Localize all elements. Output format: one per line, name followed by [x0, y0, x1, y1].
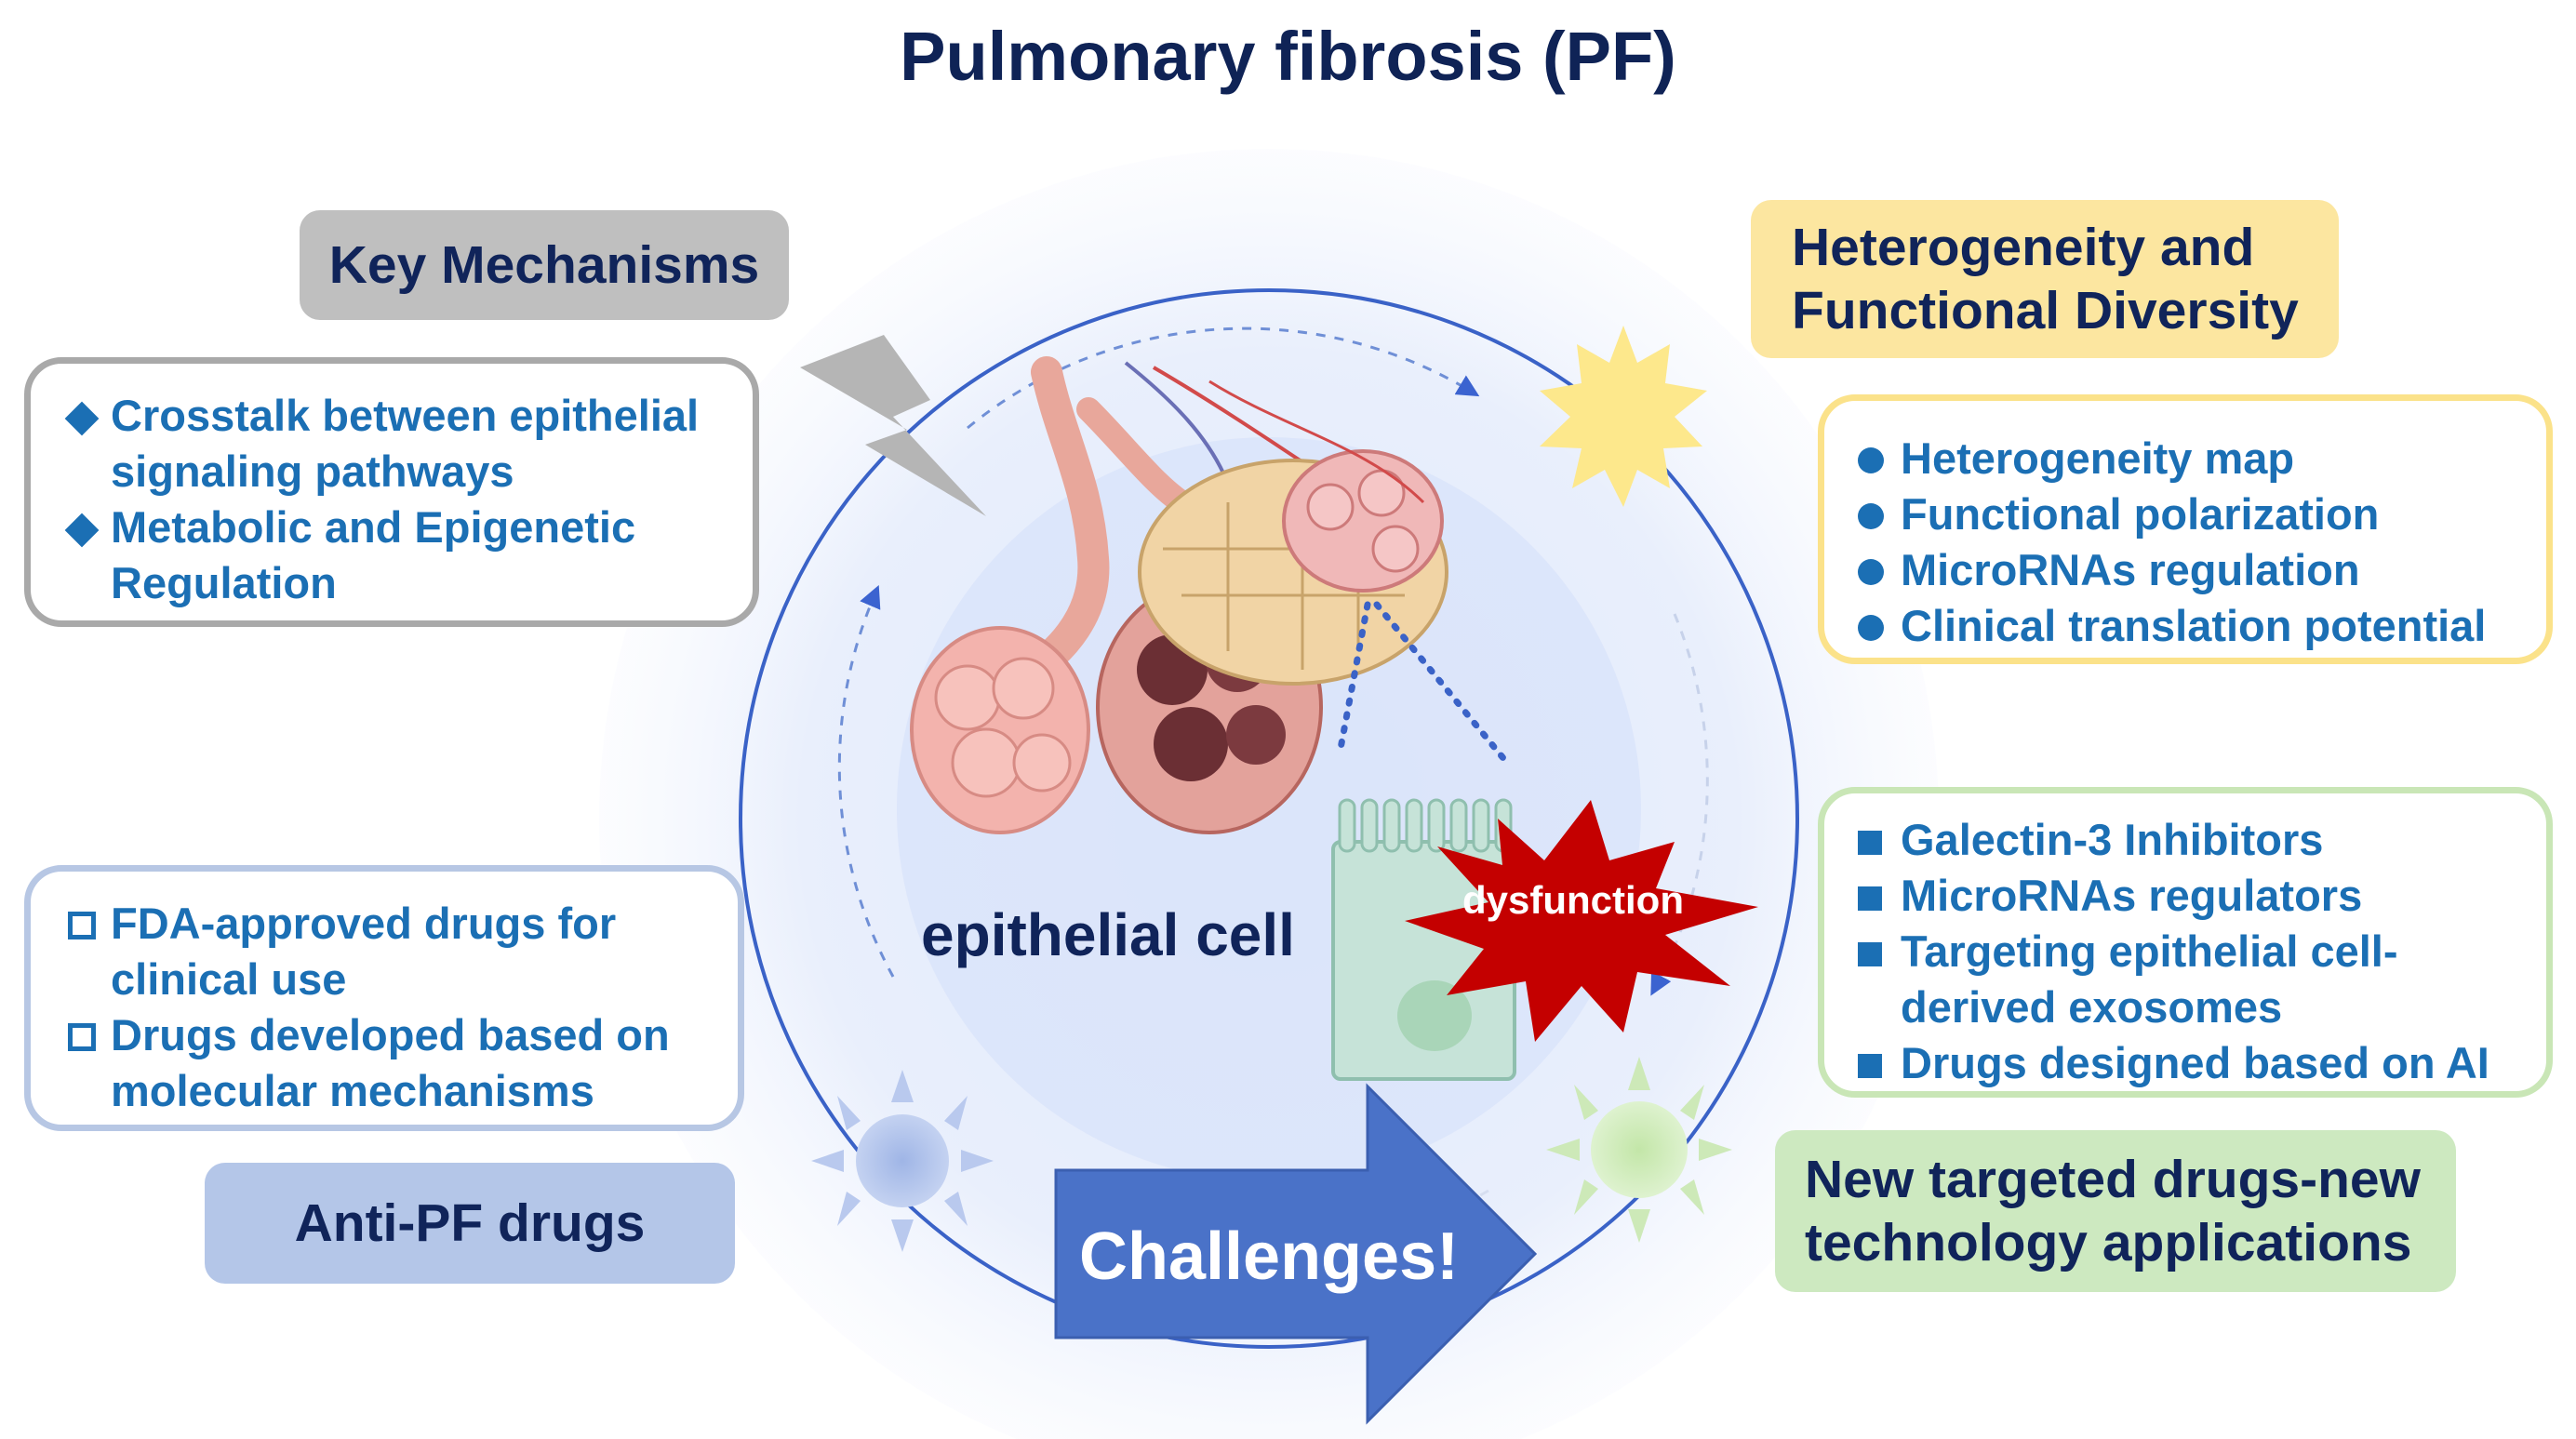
item-text: Functional polarization	[1901, 489, 2380, 539]
main-ring	[739, 288, 1799, 1349]
dashed-arc-right	[1650, 613, 1709, 996]
epithelial-cell-icon	[1331, 798, 1516, 1081]
key-mechanisms-list: Crosstalk between epithelial signaling pa…	[24, 357, 759, 627]
new-drugs-list: Galectin-3 Inhibitors MicroRNAs regulato…	[1818, 787, 2553, 1098]
item-text: FDA-approved drugs for	[111, 899, 617, 948]
page-title: Pulmonary fibrosis (PF)	[900, 18, 1676, 95]
anti-pf-heading: Anti-PF drugs	[205, 1163, 735, 1284]
dot-bullet-icon	[1858, 615, 1884, 641]
blue-sun-icon	[811, 1070, 994, 1252]
list-item: Targeting epithelial cell-derived exosom…	[1854, 924, 2546, 1035]
dashed-arc-left	[837, 584, 895, 978]
square-bullet-icon	[1858, 886, 1882, 911]
dashed-arc-top	[967, 326, 1480, 430]
list-item: MicroRNAs regulators	[1854, 868, 2546, 924]
list-item: Galectin-3 Inhibitors	[1854, 812, 2546, 868]
anti-pf-list: FDA-approved drugs for clinical use Drugs…	[24, 865, 744, 1131]
key-mechanisms-heading-text: Key Mechanisms	[328, 235, 760, 295]
key-mechanisms-heading: Key Mechanisms	[300, 210, 789, 320]
hollow-square-bullet-icon	[68, 912, 96, 939]
heterogeneity-heading: Heterogeneity and Functional Diversity	[1751, 200, 2339, 358]
list-item: Heterogeneity map	[1854, 431, 2546, 486]
square-bullet-icon	[1858, 1054, 1882, 1078]
item-text: MicroRNAs regulation	[1901, 545, 2360, 594]
square-bullet-icon	[1858, 831, 1882, 855]
list-item: Drugs designed based on AI	[1854, 1035, 2546, 1091]
yellow-burst-icon	[1540, 326, 1707, 507]
zoom-line-left	[1336, 601, 1371, 757]
challenges-label: Challenges!	[1079, 1219, 1460, 1294]
heterogeneity-heading-line1: Heterogeneity and	[1792, 218, 2255, 277]
new-drugs-heading: New targeted drugs-new technology applic…	[1775, 1130, 2456, 1292]
item-text: signaling pathways	[111, 446, 514, 496]
list-item: MicroRNAs regulation	[1854, 542, 2546, 598]
list-item: FDA-approved drugs for clinical use	[64, 896, 738, 1007]
lightning-bolt-icon	[800, 335, 986, 516]
item-text: clinical use	[111, 954, 347, 1004]
item-text: Metabolic and Epigenetic	[111, 502, 636, 552]
item-text: Galectin-3 Inhibitors	[1901, 815, 2324, 864]
list-item: Drugs developed based on molecular mechan…	[64, 1007, 738, 1119]
item-text: Drugs developed based on	[111, 1010, 670, 1059]
item-text: Heterogeneity map	[1901, 433, 2295, 483]
new-drugs-heading-line1: New targeted drugs-new	[1805, 1150, 2421, 1209]
dot-bullet-icon	[1858, 559, 1884, 585]
item-text: MicroRNAs regulators	[1901, 871, 2363, 920]
dysfunction-burst-icon	[1405, 800, 1758, 1042]
zoom-line-right	[1373, 601, 1511, 766]
list-item: Crosstalk between epithelial signaling pa…	[64, 388, 753, 500]
challenges-arrow	[1054, 1083, 1538, 1425]
hollow-square-bullet-icon	[68, 1023, 96, 1051]
list-item: Clinical translation potential	[1854, 598, 2546, 654]
item-text: Clinical translation potential	[1901, 601, 2487, 650]
item-text: Drugs designed based on AI	[1901, 1038, 2489, 1087]
lung-illustration	[910, 356, 1448, 834]
heterogeneity-heading-line2: Functional Diversity	[1792, 281, 2299, 340]
epithelial-cell-label: epithelial cell	[921, 901, 1295, 968]
anti-pf-heading-text: Anti-PF drugs	[294, 1193, 646, 1253]
green-sun-icon	[1546, 1057, 1732, 1243]
item-text: Crosstalk between epithelial	[111, 391, 700, 440]
square-bullet-icon	[1858, 942, 1882, 966]
item-text: Targeting epithelial cell-	[1901, 926, 2398, 976]
dot-bullet-icon	[1858, 503, 1884, 529]
heterogeneity-list: Heterogeneity map Functional polarizatio…	[1818, 394, 2553, 664]
new-drugs-heading-line2: technology applications	[1805, 1213, 2412, 1272]
item-text: derived exosomes	[1901, 982, 2283, 1032]
diamond-bullet-icon	[64, 401, 100, 436]
item-text: Regulation	[111, 558, 337, 607]
dysfunction-label: dysfunction	[1462, 878, 1684, 922]
item-text: molecular mechanisms	[111, 1066, 594, 1115]
diamond-bullet-icon	[64, 513, 100, 548]
dot-bullet-icon	[1858, 447, 1884, 473]
list-item: Functional polarization	[1854, 486, 2546, 542]
